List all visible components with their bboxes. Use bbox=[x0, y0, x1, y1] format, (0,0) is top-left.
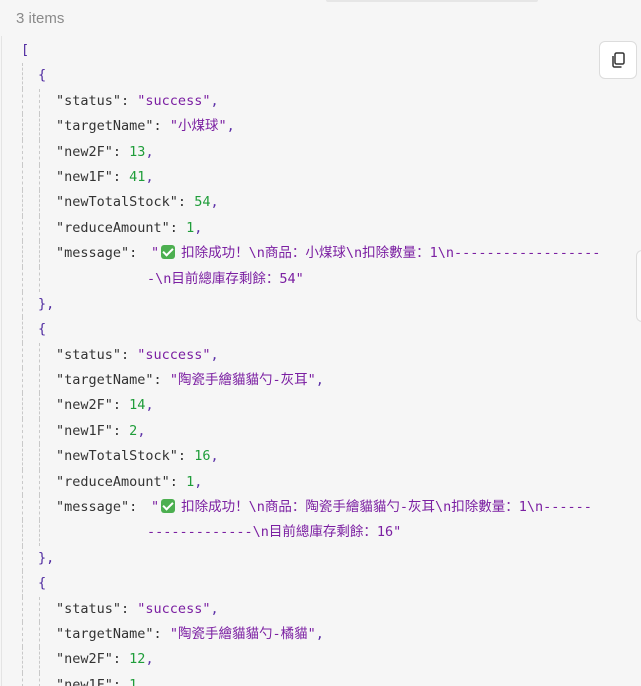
json-key: "new1F": bbox=[56, 422, 122, 439]
json-key: "new1F": bbox=[56, 676, 122, 686]
json-value: 扣除成功！\n商品：小煤球\n扣除數量：1\n-----------------… bbox=[181, 245, 601, 262]
open-brace: { bbox=[38, 67, 47, 84]
json-value: "success" bbox=[137, 600, 211, 617]
json-value: 14 bbox=[129, 397, 146, 414]
json-key: "newTotalStock": bbox=[56, 448, 187, 465]
json-key: "message": bbox=[56, 245, 138, 262]
code-line: "targetName": "小煤球", bbox=[0, 114, 641, 140]
json-value: "陶瓷手繪貓貓勺-橘貓" bbox=[169, 625, 316, 642]
code-line: "new2F": 13, bbox=[0, 139, 641, 165]
code-line: [ bbox=[0, 38, 641, 63]
json-key: "newTotalStock": bbox=[56, 194, 187, 211]
code-line: "newTotalStock": 54, bbox=[0, 190, 641, 216]
json-key: "status": bbox=[56, 92, 130, 109]
code-line: { bbox=[0, 63, 641, 89]
json-value: "小煤球" bbox=[169, 118, 227, 135]
check-icon bbox=[161, 499, 176, 514]
json-value: 16 bbox=[194, 448, 211, 465]
json-key: "targetName": bbox=[56, 118, 162, 135]
item-count: 3 items bbox=[16, 10, 65, 27]
json-value: 12 bbox=[129, 651, 146, 668]
code-line: "new1F": 1, bbox=[0, 672, 641, 686]
open-brace: { bbox=[38, 575, 47, 592]
open-brace: { bbox=[38, 321, 47, 338]
code-line: "message": "扣除成功！\n商品：陶瓷手繪貓貓勺-灰耳\n扣除數量：1… bbox=[0, 495, 641, 521]
json-value: "success" bbox=[137, 92, 211, 109]
code-line: "status": "success", bbox=[0, 88, 641, 115]
close-brace: }, bbox=[38, 295, 55, 312]
json-key: "status": bbox=[56, 346, 130, 363]
code-line: "new1F": 41, bbox=[0, 164, 641, 191]
json-key: "reduceAmount": bbox=[56, 473, 178, 490]
code-line: "new1F": 2, bbox=[0, 418, 641, 445]
json-key: "reduceAmount": bbox=[56, 219, 178, 236]
json-value: 2 bbox=[129, 422, 138, 439]
code-line: -------------\n目前總庫存剩餘：16" bbox=[0, 520, 641, 546]
json-key: "message": bbox=[56, 499, 138, 516]
json-value: 54 bbox=[194, 194, 211, 211]
code-line: { bbox=[0, 317, 641, 343]
json-value: "success" bbox=[137, 346, 211, 363]
json-value: "陶瓷手繪貓貓勺-灰耳" bbox=[169, 372, 316, 389]
copy-icon bbox=[612, 52, 625, 68]
json-value-continued: -------------\n目前總庫存剩餘：16" bbox=[147, 524, 402, 541]
code-line: "newTotalStock": 16, bbox=[0, 444, 641, 470]
code-line: "targetName": "陶瓷手繪貓貓勺-灰耳", bbox=[0, 368, 641, 394]
code-line: "new2F": 12, bbox=[0, 647, 641, 673]
json-key: "new2F": bbox=[56, 397, 122, 414]
left-border bbox=[1, 36, 2, 686]
code-line: "targetName": "陶瓷手繪貓貓勺-橘貓", bbox=[0, 621, 641, 648]
json-key: "targetName": bbox=[56, 625, 162, 642]
code-line: "reduceAmount": 1, bbox=[0, 469, 641, 496]
code-line: "message": "扣除成功！\n商品：小煤球\n扣除數量：1\n-----… bbox=[0, 241, 641, 267]
json-value: 1 bbox=[186, 473, 195, 490]
code-line: "reduceAmount": 1, bbox=[0, 215, 641, 242]
code-line: "status": "success", bbox=[0, 342, 641, 369]
toolbar-edge bbox=[326, 0, 538, 2]
json-key: "new1F": bbox=[56, 168, 122, 185]
code-line: -\n目前總庫存剩餘：54" bbox=[0, 266, 641, 292]
close-brace: }, bbox=[38, 549, 55, 566]
json-key: "new2F": bbox=[56, 143, 122, 160]
json-value: 41 bbox=[129, 168, 146, 185]
open-bracket: [ bbox=[21, 42, 30, 58]
code-line: "new2F": 14, bbox=[0, 393, 641, 419]
json-key: "new2F": bbox=[56, 651, 122, 668]
copy-button[interactable] bbox=[599, 41, 637, 79]
json-value: 1 bbox=[186, 219, 195, 236]
code-line: }, bbox=[0, 291, 641, 318]
json-key: "targetName": bbox=[56, 372, 162, 389]
json-value-continued: -\n目前總庫存剩餘：54" bbox=[147, 270, 304, 287]
code-line: }, bbox=[0, 545, 641, 572]
code-line: "status": "success", bbox=[0, 596, 641, 622]
code-line: { bbox=[0, 571, 641, 597]
json-value: 1 bbox=[129, 676, 138, 686]
json-key: "status": bbox=[56, 600, 130, 617]
json-value: 扣除成功！\n商品：陶瓷手繪貓貓勺-灰耳\n扣除數量：1\n------ bbox=[181, 499, 592, 516]
json-value: 13 bbox=[129, 143, 146, 160]
check-icon bbox=[161, 245, 176, 260]
json-code-block: [ { "status": "success", "targetName": "… bbox=[0, 38, 641, 686]
